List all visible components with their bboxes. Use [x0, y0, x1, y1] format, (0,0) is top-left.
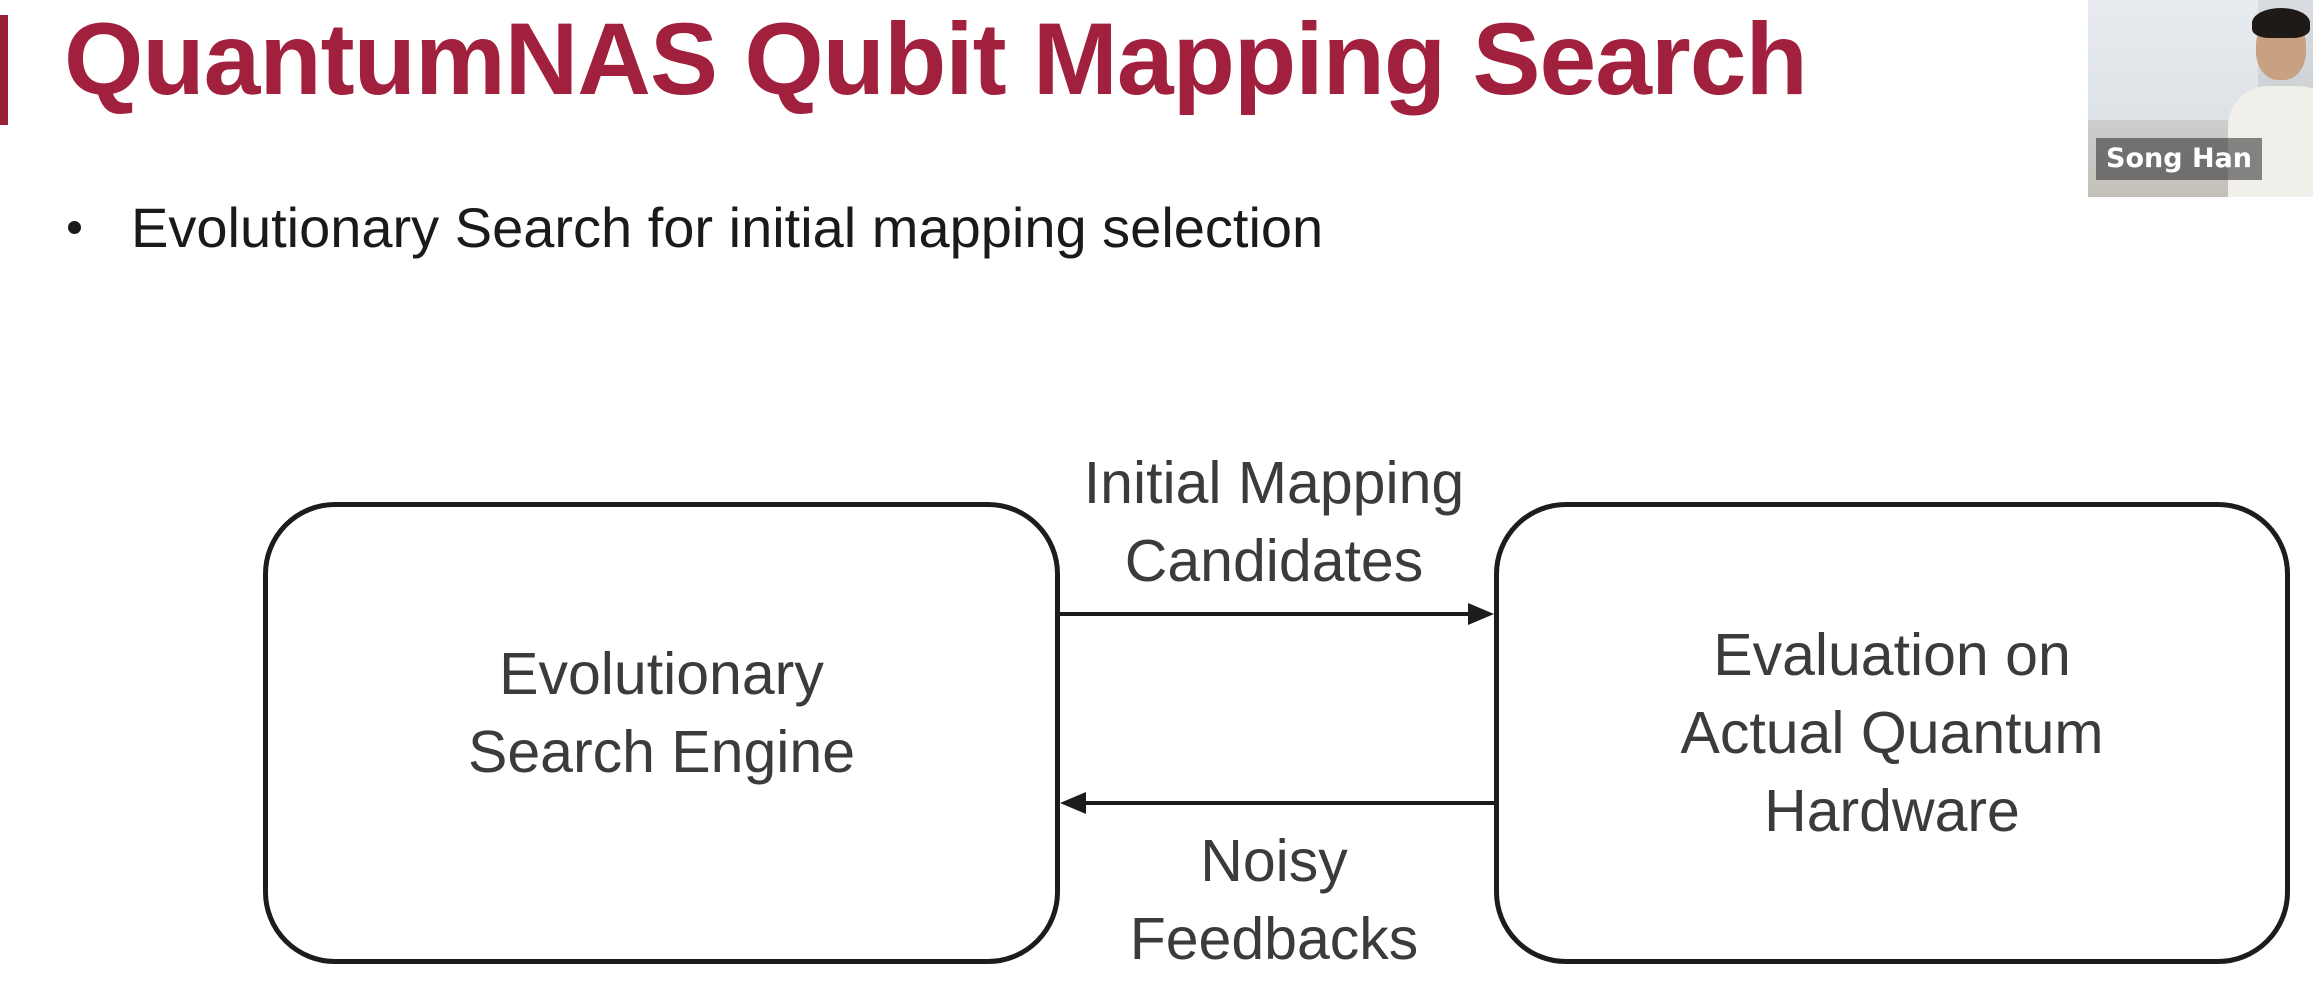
backward-edge-label: Noisy Feedbacks — [1129, 828, 1419, 972]
forward-arrow — [1060, 603, 1494, 625]
bullet-text: Evolutionary Search for initial mapping … — [131, 196, 1324, 259]
speaker-video-thumbnail[interactable]: Song Han — [2088, 0, 2313, 197]
forward-edge-label: Initial Mapping Candidates — [1083, 450, 1465, 594]
speaker-hair — [2252, 8, 2310, 38]
bullet-item: Evolutionary Search for initial mapping … — [60, 195, 1323, 260]
title-accent-bar — [0, 15, 8, 125]
backward-arrow — [1060, 792, 1494, 814]
slide-title: QuantumNAS Qubit Mapping Search — [64, 2, 1808, 116]
bullet-dot-icon — [68, 221, 81, 234]
hardware-evaluation-label: Evaluation on Actual Quantum Hardware — [1680, 622, 2104, 844]
search-engine-label: Evolutionary Search Engine — [467, 641, 856, 785]
video-background — [2088, 0, 2258, 120]
hardware-evaluation-box: Evaluation on Actual Quantum Hardware — [1494, 502, 2290, 964]
speaker-name-tag: Song Han — [2096, 138, 2262, 180]
search-engine-box: Evolutionary Search Engine — [263, 502, 1060, 964]
